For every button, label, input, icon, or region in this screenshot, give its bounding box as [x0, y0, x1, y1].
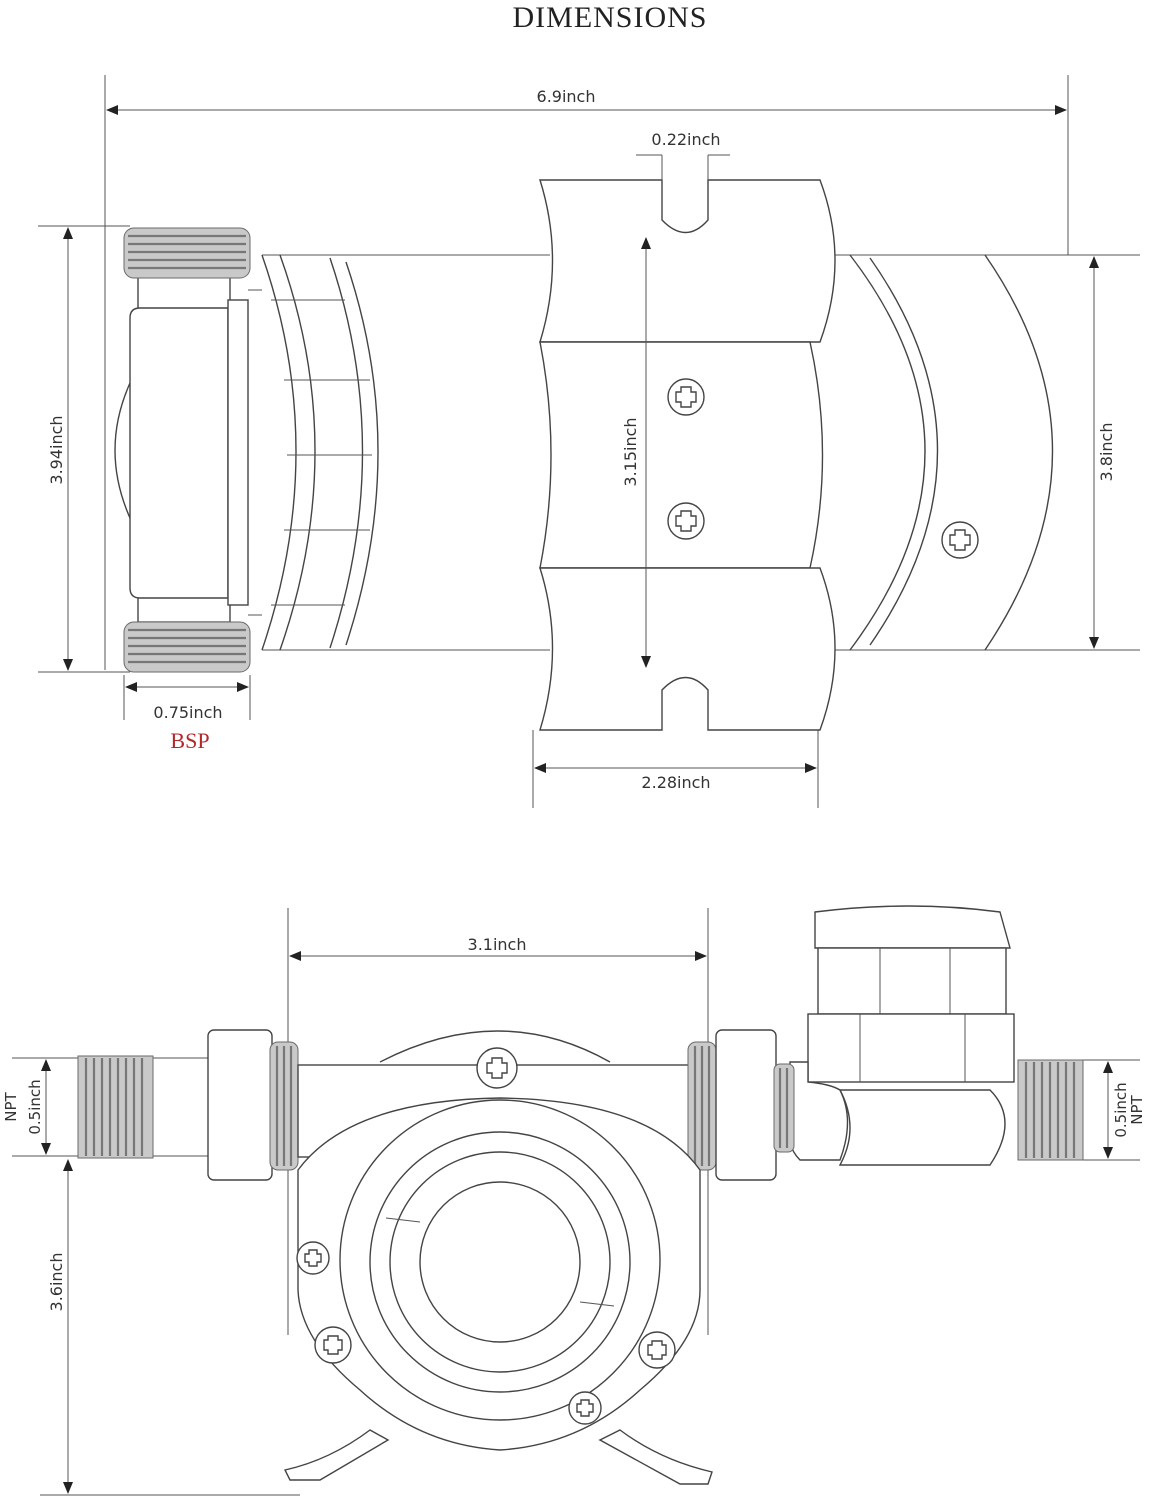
left-port-thread-label: NPT	[2, 1091, 20, 1121]
lower-right-screw-icon	[638, 1331, 676, 1369]
clamp-screw-lower-icon	[667, 502, 705, 540]
right-npt-thread	[1017, 1059, 1084, 1161]
overall-length-label: 6.9inch	[537, 87, 596, 106]
right-elbow-fitting	[773, 905, 1015, 1166]
body-height-label: 3.6inch	[47, 1253, 66, 1312]
left-port-size-label: 0.5inch	[26, 1079, 44, 1134]
motor-screw-icon	[941, 521, 979, 559]
top-port-thread-upper	[123, 227, 251, 279]
left-height-label: 3.94inch	[47, 415, 66, 484]
left-screw-icon	[296, 1241, 330, 1275]
bottom-screw-icon	[568, 1391, 602, 1425]
right-port-thread-label: NPT	[1128, 1094, 1146, 1124]
lower-left-screw-icon	[314, 1326, 352, 1364]
diagram-title: DIMENSIONS	[512, 1, 707, 34]
pump-housing	[297, 1030, 701, 1451]
port-spacing-label: 3.1inch	[468, 935, 527, 954]
port-size-label: 0.75inch	[153, 703, 222, 722]
mounting-clamp	[539, 179, 836, 731]
clamp-height-label: 3.15inch	[621, 417, 640, 486]
top-screw-icon	[476, 1047, 518, 1089]
port-thread-label: BSP	[170, 728, 209, 753]
front-view: 3.1inch 0.5inch NPT 0.5inch NPT 3.6inch	[2, 905, 1146, 1496]
mounting-feet	[283, 1429, 713, 1485]
right-port-size-label: 0.5inch	[1112, 1082, 1130, 1137]
clamp-width-label: 2.28inch	[641, 773, 710, 792]
left-npt-thread	[77, 1055, 154, 1159]
top-view: 6.9inch 0.22inch 3.94inch 3.15inch 3.8in…	[38, 75, 1140, 808]
top-port-thread-lower	[123, 621, 251, 673]
ribbed-collar	[261, 254, 379, 651]
slot-width-label: 0.22inch	[651, 130, 720, 149]
clamp-screw-upper-icon	[667, 378, 705, 416]
motor-height-label: 3.8inch	[1097, 423, 1116, 482]
